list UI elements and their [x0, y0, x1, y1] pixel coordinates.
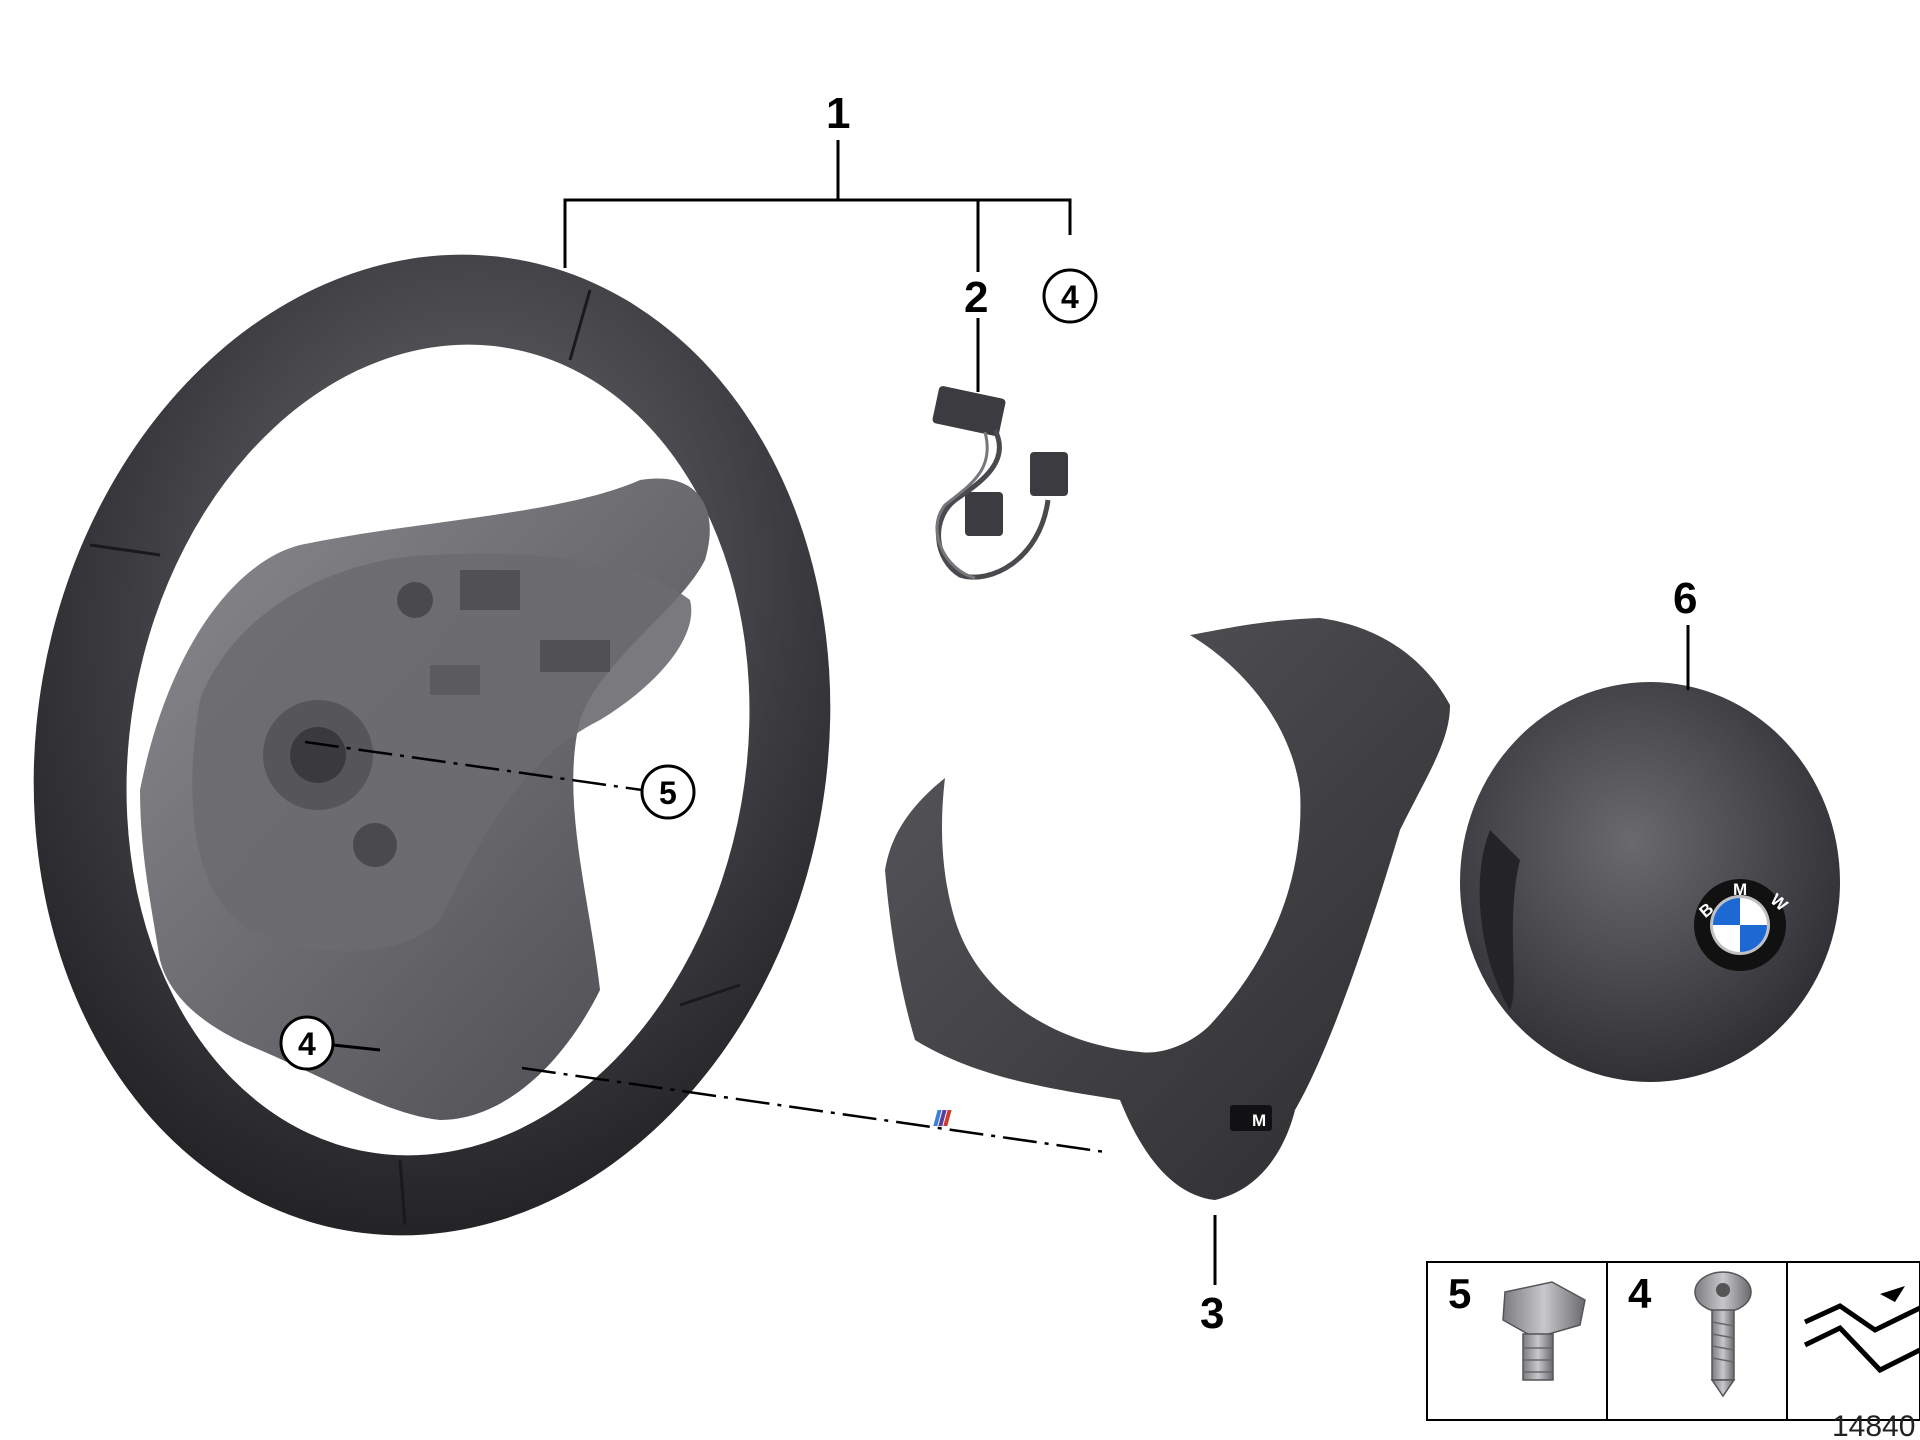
leader-1-bracket [563, 198, 1072, 268]
bmw-logo: B M W [1694, 879, 1792, 971]
hub-bore [290, 727, 346, 783]
harness-wire-2 [935, 431, 989, 580]
m-badge-stripe-purple [938, 1110, 947, 1126]
airbag-body [1460, 682, 1840, 1082]
wiring-harness [932, 386, 1068, 580]
legend-label-screw: 4 [1628, 1270, 1652, 1317]
hub-screw-1 [397, 582, 433, 618]
callout-1: 1 [826, 89, 850, 138]
callout-4-top: 4 [1061, 279, 1079, 315]
legend-label-bolt: 5 [1448, 1270, 1471, 1317]
m-badge-letter: M [1252, 1111, 1266, 1130]
steering-wheel [33, 254, 831, 1236]
leader-trim-mount-dash [521, 1066, 1106, 1154]
airbag-module: B M W [1460, 682, 1840, 1082]
harness-connector-a [1030, 452, 1068, 496]
flange-bolt-icon [1502, 1281, 1586, 1381]
rim-seam-bottom [398, 1159, 407, 1226]
bmw-logo-letter-m: M [1733, 880, 1747, 899]
harness-connector-b [965, 492, 1003, 536]
callout-4-left-circle [279, 1015, 335, 1071]
airbag-side [1479, 830, 1520, 1010]
footer-code: 14840 [1832, 1410, 1915, 1440]
rim-seam-top [568, 289, 592, 361]
callout-4-top-circle [1042, 268, 1098, 324]
trim-cover-body [885, 618, 1450, 1200]
m-badge-stripe-red [943, 1110, 952, 1126]
hub-screw-2 [353, 823, 397, 867]
callout-6: 6 [1673, 574, 1697, 623]
leader-lines [304, 140, 1690, 1285]
callout-5: 5 [659, 775, 677, 811]
harness-connector-main [932, 386, 1006, 436]
hub-bracket-2 [540, 640, 610, 672]
hub-bracket-1 [460, 570, 520, 610]
callout-4-left: 4 [298, 1026, 316, 1062]
rim-seam-left [89, 543, 161, 557]
rim-seam-right [679, 983, 741, 1007]
torx-screw-icon [1694, 1271, 1752, 1398]
bmw-logo-quarter-tl [1713, 898, 1740, 925]
callout-2: 2 [964, 273, 988, 322]
bmw-logo-quarter-br [1740, 925, 1767, 952]
hub-bracket-3 [430, 665, 480, 695]
fastener-legend: 5 4 [1426, 1261, 1920, 1421]
callout-3: 3 [1200, 1289, 1224, 1338]
trim-cover: M [885, 618, 1450, 1200]
leader-4-left [332, 1043, 381, 1052]
legend-frame [1426, 1261, 1920, 1421]
callout-5-circle [640, 764, 696, 820]
zigzag-symbol-icon [1803, 1286, 1920, 1374]
leader-5-dash [304, 740, 643, 792]
m-badge [1230, 1105, 1272, 1131]
m-badge-stripe-blue [933, 1110, 942, 1126]
